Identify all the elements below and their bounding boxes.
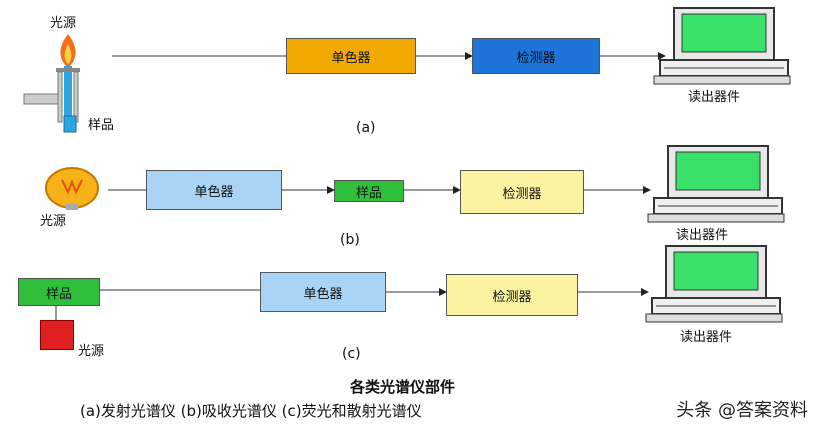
source-label-a: 光源: [50, 16, 77, 31]
sample-label-c: 样品: [45, 286, 72, 302]
watermark: 头条 @答案资料: [676, 400, 808, 421]
source-label-b: 光源: [40, 214, 67, 229]
monochromator-box-b: 单色器: [146, 170, 282, 210]
sample-box-b: 样品: [334, 180, 404, 202]
detector-box-c: 检测器: [446, 274, 578, 316]
caption-c: (c): [342, 346, 361, 362]
detector-box-a: 检测器: [472, 38, 600, 74]
detector-label-b: 检测器: [502, 186, 542, 202]
computer-icon-a: [653, 7, 791, 85]
figure-legend: (a)发射光谱仪 (b)吸收光谱仪 (c)荧光和散射光谱仪: [80, 402, 422, 420]
monochromator-box-c: 单色器: [260, 272, 386, 312]
monochromator-label-a: 单色器: [331, 50, 371, 66]
readout-label-a: 读出器件: [688, 90, 741, 105]
caption-b: (b): [340, 232, 360, 248]
monochromator-box-a: 单色器: [286, 38, 416, 74]
caption-a: (a): [356, 120, 376, 136]
sample-label-b: 样品: [355, 185, 382, 201]
computer-icon-c: [645, 245, 783, 323]
computer-icon-b: [647, 145, 785, 223]
readout-label-b: 读出器件: [676, 228, 729, 243]
light-bulb-icon: [45, 167, 99, 210]
monochromator-label-b: 单色器: [194, 184, 234, 200]
sample-label-a: 样品: [88, 118, 115, 133]
sample-box-c: 样品: [18, 278, 100, 306]
figure-title: 各类光谱仪部件: [350, 378, 456, 396]
monochromator-label-c: 单色器: [303, 286, 343, 302]
detector-label-c: 检测器: [492, 289, 532, 305]
readout-label-c: 读出器件: [680, 330, 733, 345]
detector-label-a: 检测器: [516, 50, 556, 66]
detector-box-b: 检测器: [460, 170, 584, 214]
source-label-c: 光源: [78, 344, 105, 359]
light-source-block: [40, 320, 74, 350]
burner-flame-icon: [23, 34, 80, 133]
